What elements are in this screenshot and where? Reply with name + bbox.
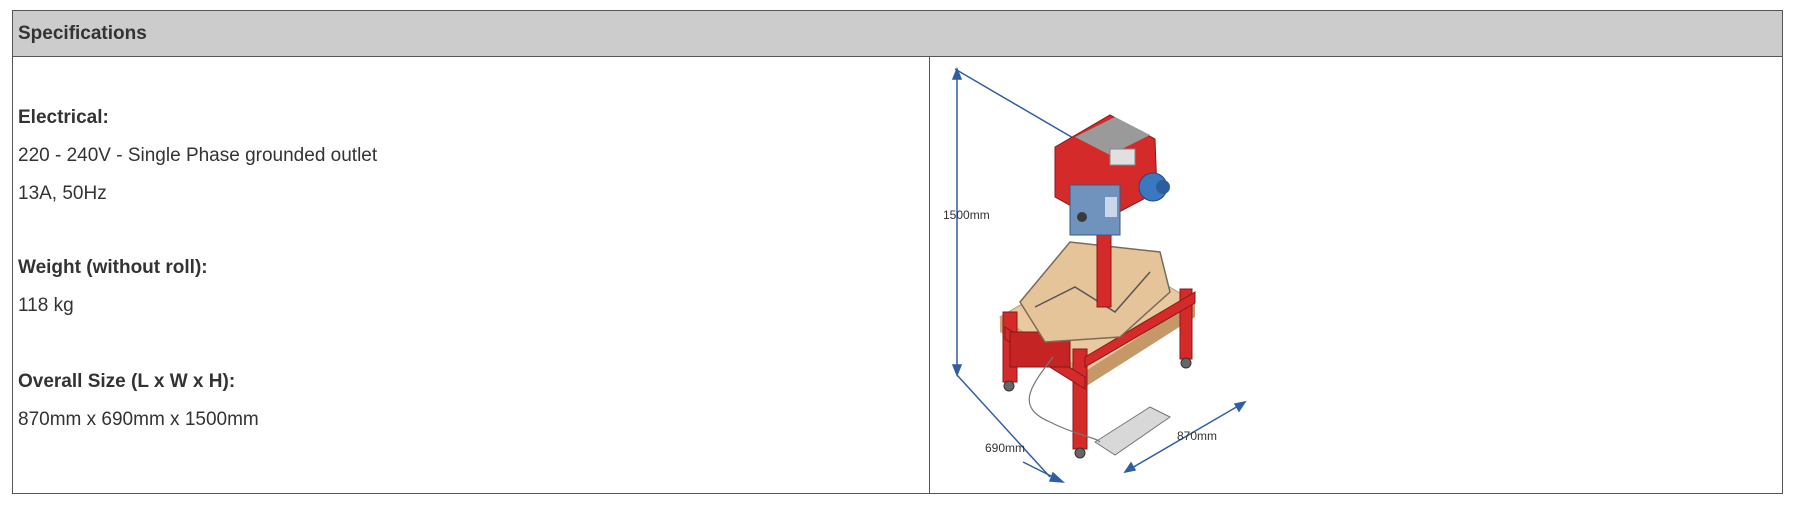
- machine-wheels: [1003, 357, 1192, 459]
- machine-frame: [1002, 288, 1196, 450]
- length-label: 870mm: [1177, 429, 1217, 443]
- height-label: 1500mm: [943, 208, 990, 222]
- header-title: Specifications: [18, 22, 147, 44]
- paper-cushion: [1019, 241, 1171, 343]
- spec-image-cell: 1500mm 690mm 870mm: [930, 57, 1782, 493]
- size-value: 870mm x 690mm x 1500mm: [18, 409, 259, 430]
- width-label: 690mm: [985, 441, 1025, 455]
- weight-label: Weight (without roll):: [18, 257, 208, 278]
- machine-dimension-diagram: 1500mm 690mm 870mm: [943, 66, 1247, 483]
- table-body: Electrical: 220 - 240V - Single Phase gr…: [13, 57, 1782, 493]
- weight-value: 118 kg: [18, 295, 74, 316]
- foot-pedal: [1028, 356, 1171, 456]
- control-panel: [1069, 184, 1121, 236]
- table-header: Specifications: [13, 11, 1782, 57]
- spec-text-cell: Electrical: 220 - 240V - Single Phase gr…: [13, 57, 930, 493]
- length-dimension-line: [1123, 400, 1247, 474]
- electrical-voltage: 220 - 240V - Single Phase grounded outle…: [18, 145, 378, 166]
- width-dimension-line: [956, 374, 1066, 483]
- height-dimension-line: [951, 66, 1081, 378]
- electrical-label: Electrical:: [18, 107, 109, 128]
- electrical-current: 13A, 50Hz: [18, 183, 107, 204]
- size-label: Overall Size (L x W x H):: [18, 371, 236, 392]
- specifications-table: Specifications Electrical: 220 - 240V - …: [12, 10, 1783, 494]
